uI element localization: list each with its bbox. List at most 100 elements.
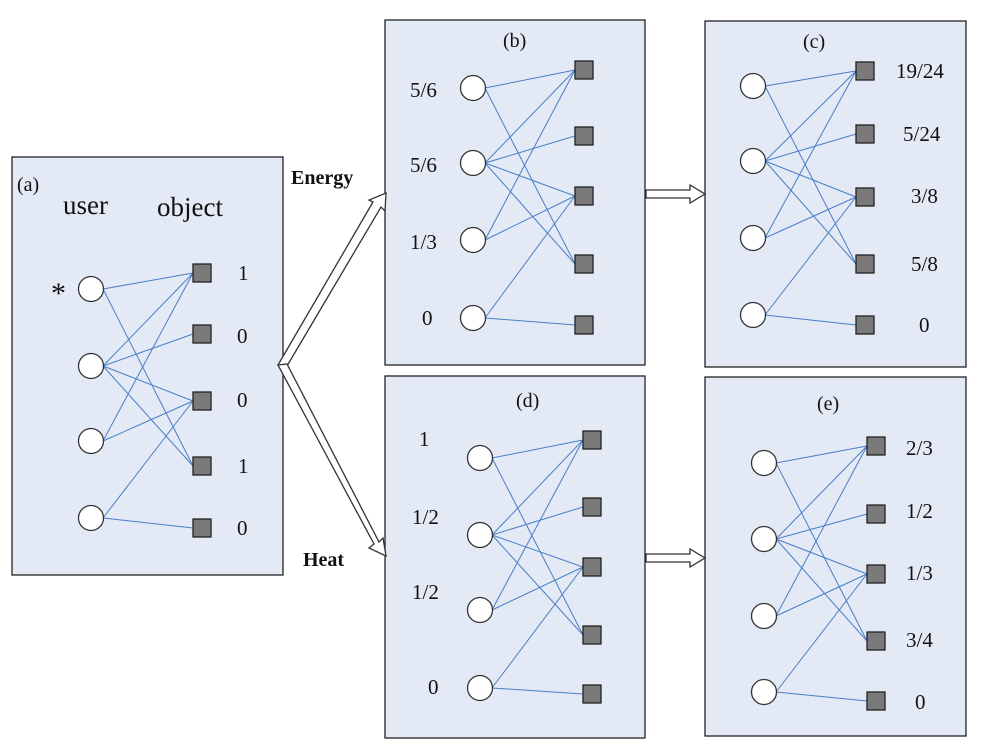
nodes-layer [77,60,886,711]
panel-a-object-value: 0 [237,516,248,540]
energy-arrow [276,192,387,367]
panel-d-object-node [582,684,602,704]
panel-b-user-node [459,226,487,254]
panel-a-object-value: 1 [238,454,249,478]
panel-d-edge [491,566,584,611]
panel-d-user-value: 1/2 [412,505,439,529]
panel-b-object-node [574,186,594,206]
panel-c-edge [764,314,857,326]
panel-e-edge [775,538,868,642]
panel-e [704,376,967,737]
panel-b-user-value: 5/6 [410,78,437,102]
panel-c-object-value: 5/8 [911,252,938,276]
panel-c-object-node [855,187,875,207]
panel-a-object-node [192,456,212,476]
panel-d-object-node [582,497,602,517]
panel-b-user-node [459,304,487,332]
panel-a-object-node [192,518,212,538]
d-to-e-arrow [645,547,707,569]
panel-e-edge [775,445,868,540]
panel-b-edge [484,317,576,326]
panel-b-edge [484,69,576,89]
panel-c-object-value: 0 [919,313,930,337]
panel-c-object-value: 3/8 [911,184,938,208]
panel-d-object-node [582,625,602,645]
panel-b-user-value: 0 [422,306,433,330]
panel-a-user-node [77,352,105,380]
panel-d-object-node [582,557,602,577]
panel-e-user-node [750,602,778,630]
panel-c-edge [764,133,857,162]
panel-e-object-node [866,436,886,456]
panel-e-object-value: 0 [915,690,926,714]
panel-a-edge [102,333,194,367]
panel-b-edge [484,69,576,164]
panel-d-edge [491,506,584,536]
panel-c-edge [764,70,857,87]
panel-b-edge [484,195,576,319]
panel-e-edge [775,513,868,540]
panel-b-label: (b) [503,30,526,52]
panel-d-edge [491,439,584,611]
panel-a [11,156,284,576]
panel-b-user-value: 5/6 [410,153,437,177]
panel-d-user-node [466,674,494,702]
panel-b-object-node [574,60,594,80]
panel-c-user-node [739,301,767,329]
panel-d-edge [491,534,584,636]
panel-e-edge [775,573,868,693]
heat-arrow [276,363,387,558]
panel-a-edge [102,272,194,367]
panel-c-edge [764,196,857,239]
panel-e-edge [775,538,868,575]
panel-e-object-node [866,564,886,584]
panel-b-object-node [574,315,594,335]
panel-b-edge [484,69,576,241]
panel-b-edge [484,162,576,265]
panel-e-object-node [866,631,886,651]
panel-a-user-node [77,504,105,532]
panel-e-edge [775,691,868,702]
panel-a-label: (a) [17,174,39,196]
panel-d [384,375,646,739]
panel-b-edge [484,87,576,265]
panel-a-edge [102,365,194,402]
panel-d-label: (d) [516,390,539,412]
panel-a-user-node [77,275,105,303]
panel-c-user-node [739,224,767,252]
panel-d-object-node [582,430,602,450]
panel-d-user-node [466,596,494,624]
panel-a-object-node [192,391,212,411]
panel-a-object-node [192,324,212,344]
panel-b [384,19,646,366]
panel-e-object-value: 3/4 [906,628,933,652]
panel-b-user-value: 1/3 [410,230,437,254]
panel-b-edge [484,195,576,241]
panel-e-edge [775,445,868,464]
target-user-star: * [51,277,66,310]
panel-e-label: (e) [817,393,839,415]
panel-e-edge [775,462,868,642]
panel-e-user-node [750,449,778,477]
panel-c-label: (c) [803,31,825,53]
panel-c-object-node [855,61,875,81]
panel-c-object-node [855,315,875,335]
panel-c-object-node [855,254,875,274]
energy-arrow-label: Energy [291,167,353,189]
panel-b-user-node [459,149,487,177]
b-to-c-arrow [645,183,707,205]
panel-b-edge [484,162,576,197]
panel-a-object-value: 1 [238,261,249,285]
panel-e-object-value: 1/3 [906,561,933,585]
panel-c-user-node [739,147,767,175]
panel-d-user-node [466,444,494,472]
panel-e-user-node [750,678,778,706]
panel-a-edge [102,517,194,529]
panel-b-edge [484,135,576,164]
panel-b-object-node [574,126,594,146]
panel-d-user-value: 1/2 [412,580,439,604]
user-column-header: user [63,190,108,220]
edges-layer [102,69,868,702]
panel-e-user-node [750,525,778,553]
